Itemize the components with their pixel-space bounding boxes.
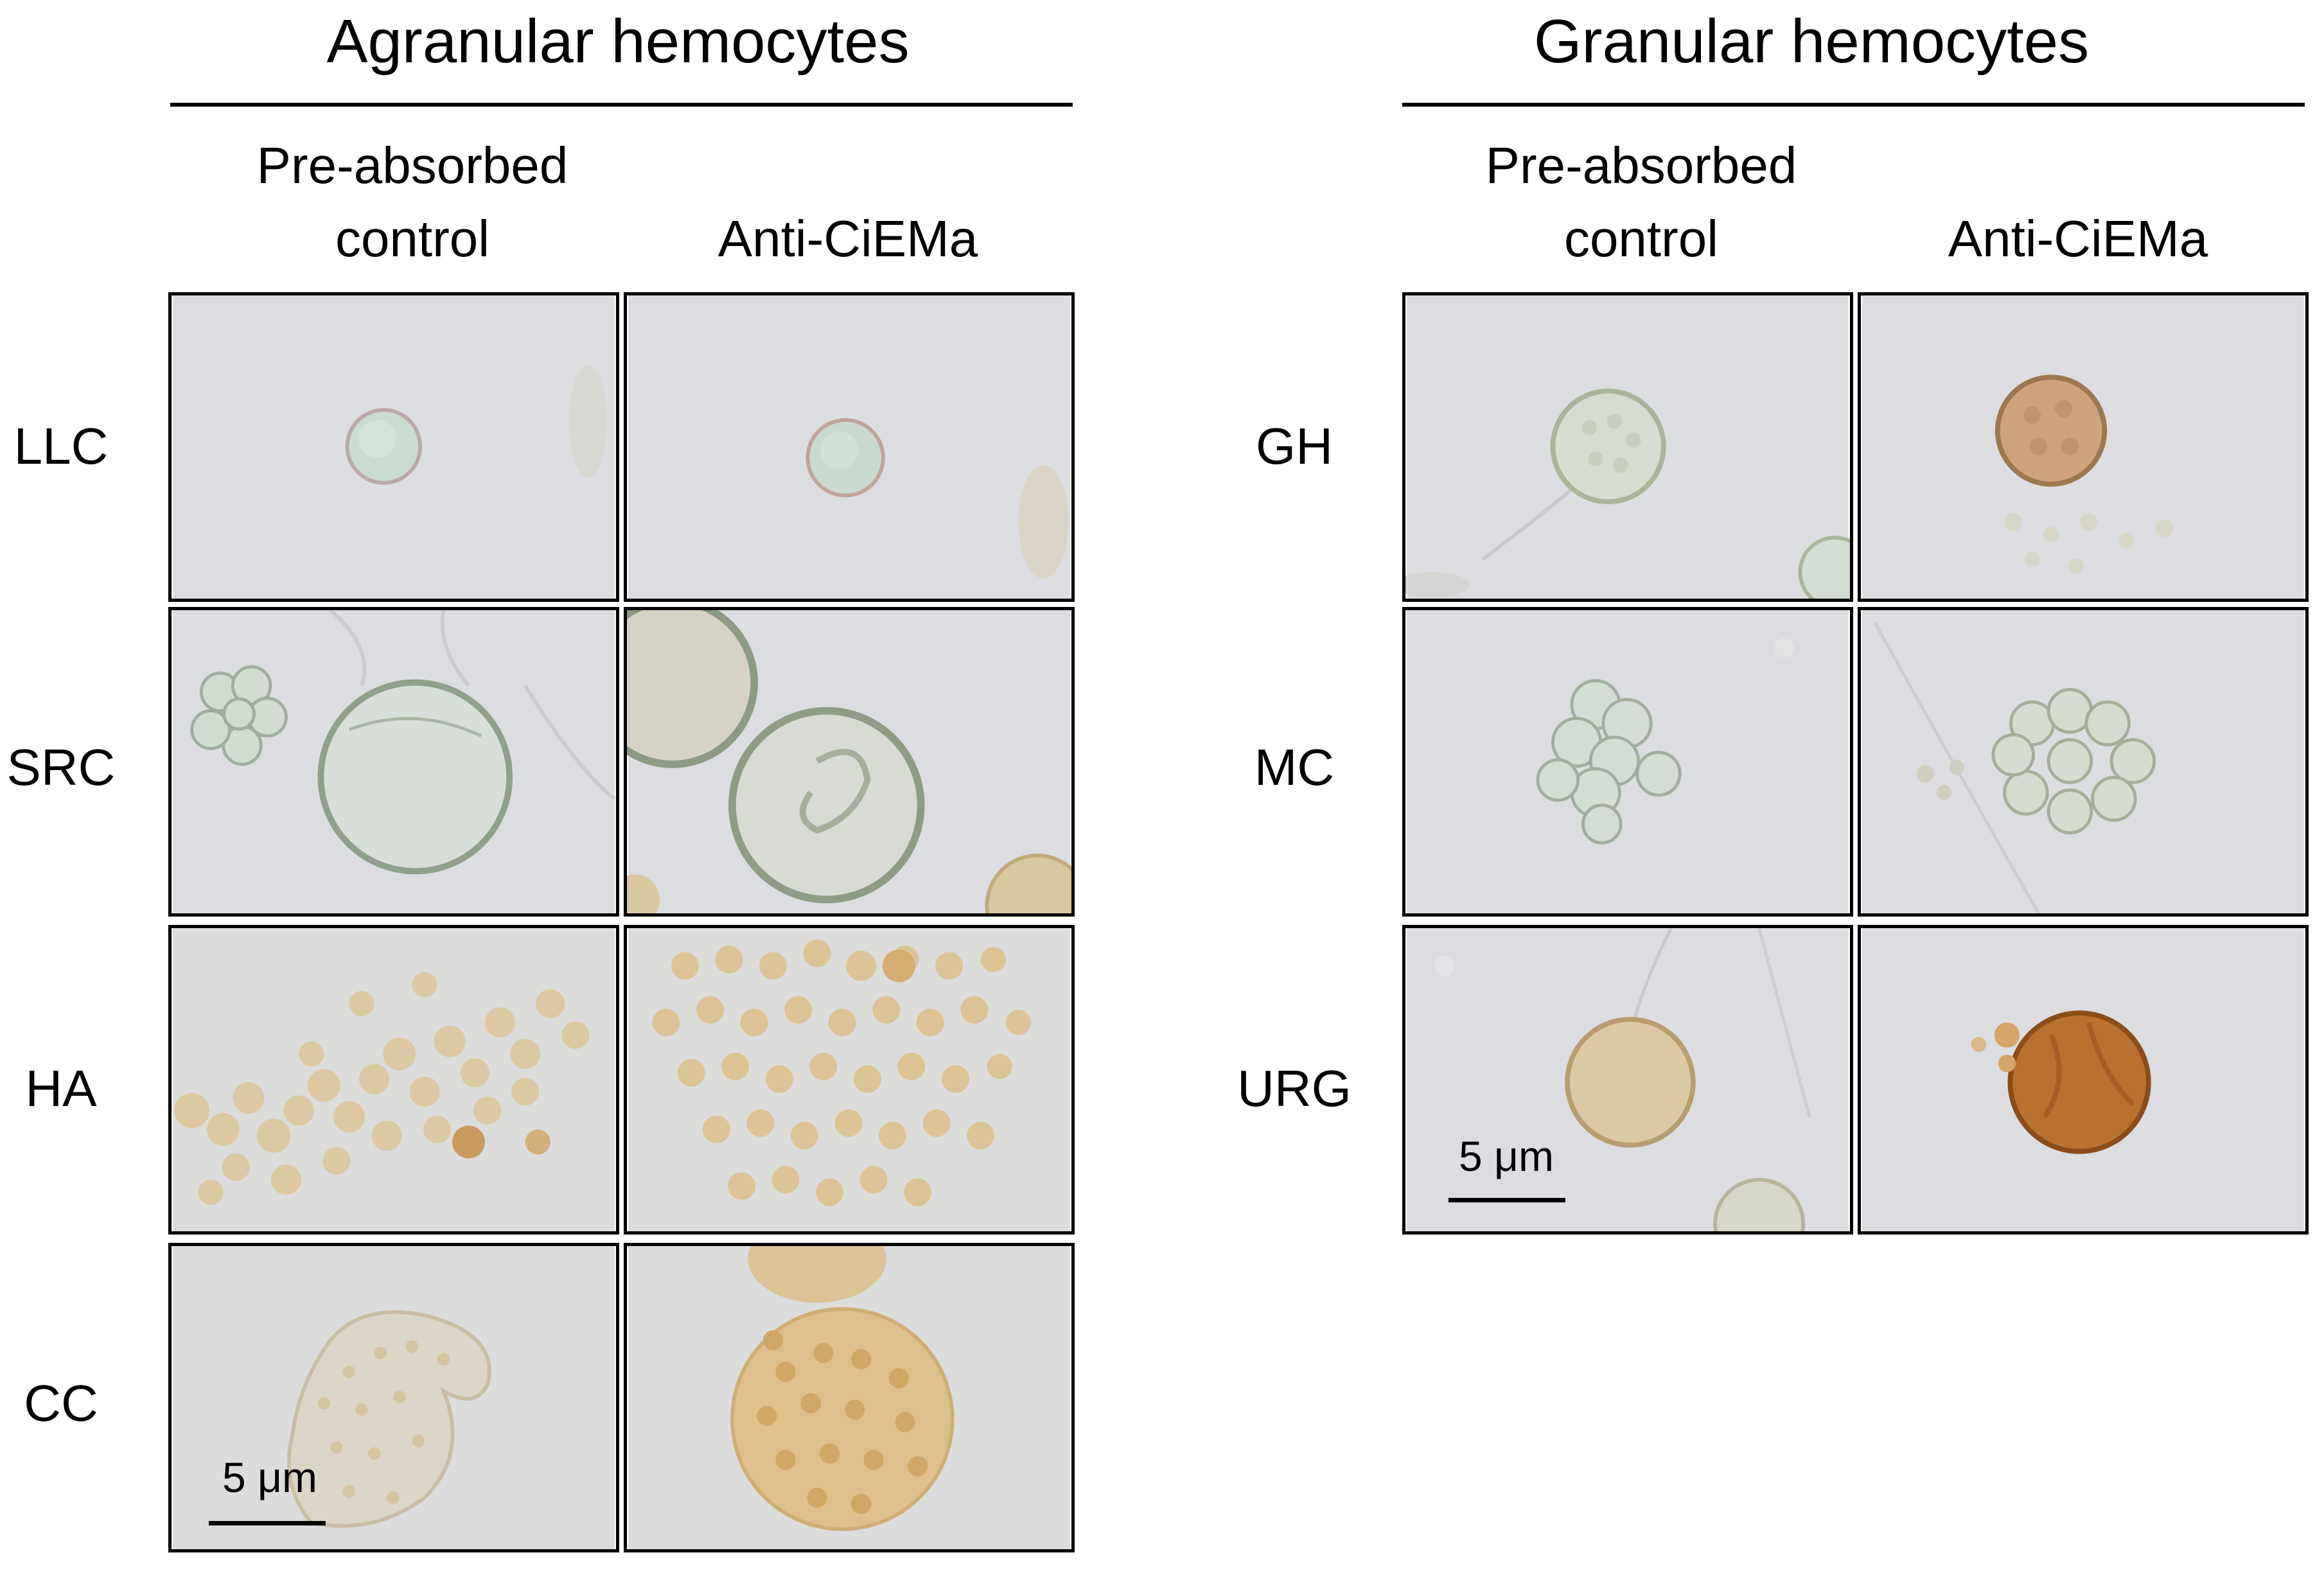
micrograph-mc-anti [1862, 610, 2304, 913]
micrograph-src-control [173, 610, 616, 913]
panel-gh-anti [1858, 292, 2309, 602]
panel-mc-control [1402, 607, 1853, 917]
micrograph-gh-control [1405, 295, 1850, 599]
row-label-llc: LLC [13, 417, 109, 475]
panel-ha-control [168, 925, 619, 1235]
micrograph-mc-control [1407, 610, 1849, 913]
micrograph-llc-control [173, 295, 615, 599]
micrograph-cc-anti [628, 1246, 1070, 1549]
agranular-title-rule [170, 103, 1073, 107]
agranular-col1-header-line2: control [335, 210, 490, 267]
agranular-col2-header: Anti-CiEMa [717, 210, 978, 267]
agranular-scale-bar [209, 1521, 326, 1525]
panel-cc-control [168, 1243, 619, 1552]
micrograph-ha-anti [628, 928, 1070, 1231]
panel-cc-anti [624, 1243, 1075, 1552]
agranular-col1-header-line1: Pre-absorbed [256, 137, 568, 194]
micrograph-urg-control [1407, 928, 1849, 1231]
granular-scale-bar [1448, 1198, 1565, 1202]
micrograph-llc-anti [628, 295, 1070, 599]
micrograph-cc-control [173, 1246, 615, 1549]
micrograph-src-anti [627, 610, 1071, 913]
row-label-urg: URG [1237, 1060, 1351, 1117]
micrograph-urg-anti [1862, 928, 2304, 1231]
granular-title-rule [1402, 103, 2305, 107]
row-label-src: SRC [6, 739, 116, 796]
granular-col1-header-line2: control [1563, 210, 1719, 267]
panel-urg-control [1402, 925, 1853, 1235]
agranular-scale-label: 5 μm [222, 1454, 318, 1501]
panel-gh-control [1402, 292, 1853, 602]
granular-scale-label: 5 μm [1458, 1132, 1554, 1180]
granular-col2-header: Anti-CiEMa [1948, 210, 2208, 267]
row-label-gh: GH [1256, 417, 1333, 475]
micrograph-gh-anti [1862, 295, 2304, 599]
row-label-cc: CC [24, 1375, 98, 1432]
panel-llc-anti [624, 292, 1075, 602]
panel-urg-anti [1858, 925, 2309, 1235]
granular-col1-header-line1: Pre-absorbed [1485, 137, 1797, 194]
panel-ha-anti [624, 925, 1075, 1235]
agranular-title: Agranular hemocytes [326, 7, 910, 76]
row-label-mc: MC [1254, 739, 1335, 796]
panel-llc-control [168, 292, 619, 602]
panel-src-anti [624, 607, 1075, 917]
panel-mc-anti [1858, 607, 2309, 917]
panel-src-control [168, 607, 619, 917]
granular-title: Granular hemocytes [1533, 7, 2090, 76]
micrograph-ha-control [173, 928, 615, 1231]
row-label-ha: HA [25, 1060, 97, 1117]
